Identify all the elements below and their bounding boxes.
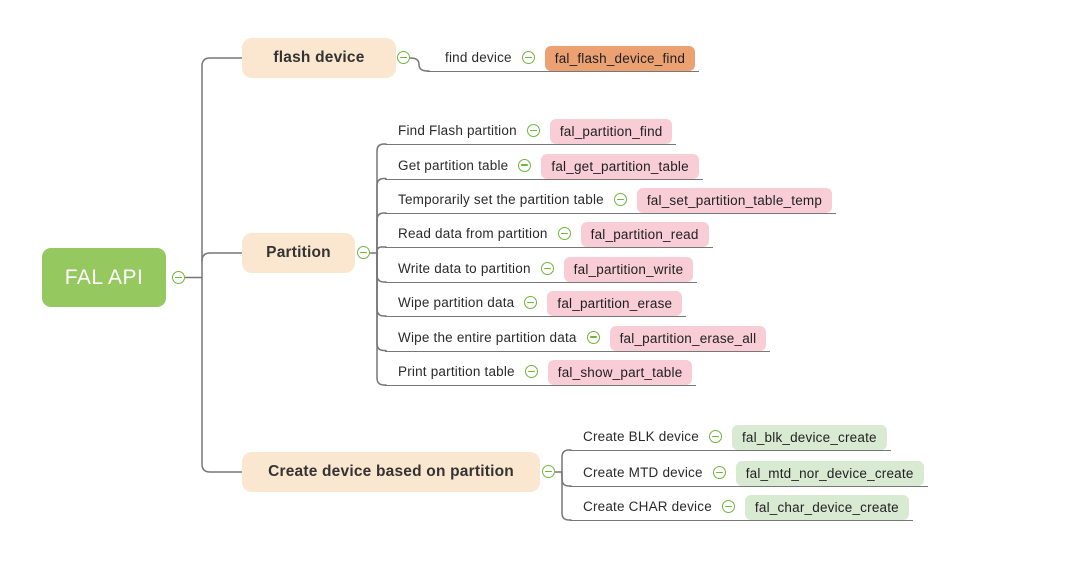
branch-node-flash-device[interactable]: flash device [242,38,396,78]
function-node[interactable]: fal_show_part_table [547,360,693,385]
topic-label[interactable]: Wipe the entire partition data [398,329,577,345]
topic-label[interactable]: Read data from partition [398,226,548,241]
function-node[interactable]: fal_partition_find [549,119,673,144]
collapse-icon[interactable] [586,330,600,344]
collapse-icon[interactable] [518,158,532,172]
topic-row: Read data from partition fal_partition_r… [385,220,713,248]
function-node[interactable]: fal_mtd_nor_device_create [735,461,924,486]
topic-label[interactable]: find device [445,50,512,65]
collapse-icon[interactable] [542,465,555,478]
topic-label[interactable]: Create CHAR device [583,499,712,514]
topic-label[interactable]: Find Flash partition [398,123,517,138]
function-node[interactable]: fal_blk_device_create [731,425,887,450]
topic-row: Create BLK device fal_blk_device_create [570,423,891,451]
collapse-icon[interactable] [521,51,535,64]
function-node[interactable]: fal_flash_device_find [544,46,696,71]
topic-row: Find Flash partition fal_partition_find [385,117,677,145]
topic-row: Print partition table fal_show_part_tabl… [385,358,697,386]
topic-row: Temporarily set the partition table fal_… [385,186,837,214]
branch-node-partition[interactable]: Partition [242,233,355,273]
topic-row: Create MTD device fal_mtd_nor_device_cre… [570,459,928,487]
collapse-icon[interactable] [721,500,735,513]
collapse-icon[interactable] [172,271,185,284]
topic-label[interactable]: Get partition table [398,157,509,173]
function-node[interactable]: fal_set_partition_table_temp [636,188,833,213]
collapse-icon[interactable] [524,365,538,378]
collapse-icon[interactable] [557,227,571,240]
function-node[interactable]: fal_partition_read [580,222,709,247]
topic-label[interactable]: Write data to partition [398,261,531,276]
function-node[interactable]: fal_partition_erase [547,291,683,316]
topic-row: Wipe the entire partition data fal_parti… [385,324,771,352]
topic-row: Wipe partition data fal_partition_erase [385,289,687,317]
topic-row: Get partition table fal_get_partition_ta… [385,152,703,180]
function-node[interactable]: fal_partition_write [563,257,694,282]
topic-label[interactable]: Create MTD device [583,465,703,480]
root-node[interactable]: FAL API [42,248,166,307]
function-node[interactable]: fal_char_device_create [744,495,909,520]
collapse-icon[interactable] [708,430,722,443]
branch-node-create-device[interactable]: Create device based on partition [242,452,540,492]
topic-label[interactable]: Print partition table [398,364,515,379]
topic-row: find device fal_flash_device_find [427,44,700,72]
collapse-icon[interactable] [613,193,627,206]
function-node[interactable]: fal_get_partition_table [541,153,699,179]
topic-row: Create CHAR device fal_char_device_creat… [570,493,913,521]
function-node[interactable]: fal_partition_erase_all [609,325,767,351]
collapse-icon[interactable] [526,124,540,137]
collapse-icon[interactable] [357,246,370,259]
topic-label[interactable]: Wipe partition data [398,295,515,310]
collapse-icon[interactable] [540,262,554,275]
collapse-icon[interactable] [397,51,410,64]
collapse-icon[interactable] [524,296,538,309]
topic-row: Write data to partition fal_partition_wr… [385,255,698,283]
topic-label[interactable]: Temporarily set the partition table [398,192,604,207]
topic-label[interactable]: Create BLK device [583,429,699,444]
collapse-icon[interactable] [712,466,726,479]
